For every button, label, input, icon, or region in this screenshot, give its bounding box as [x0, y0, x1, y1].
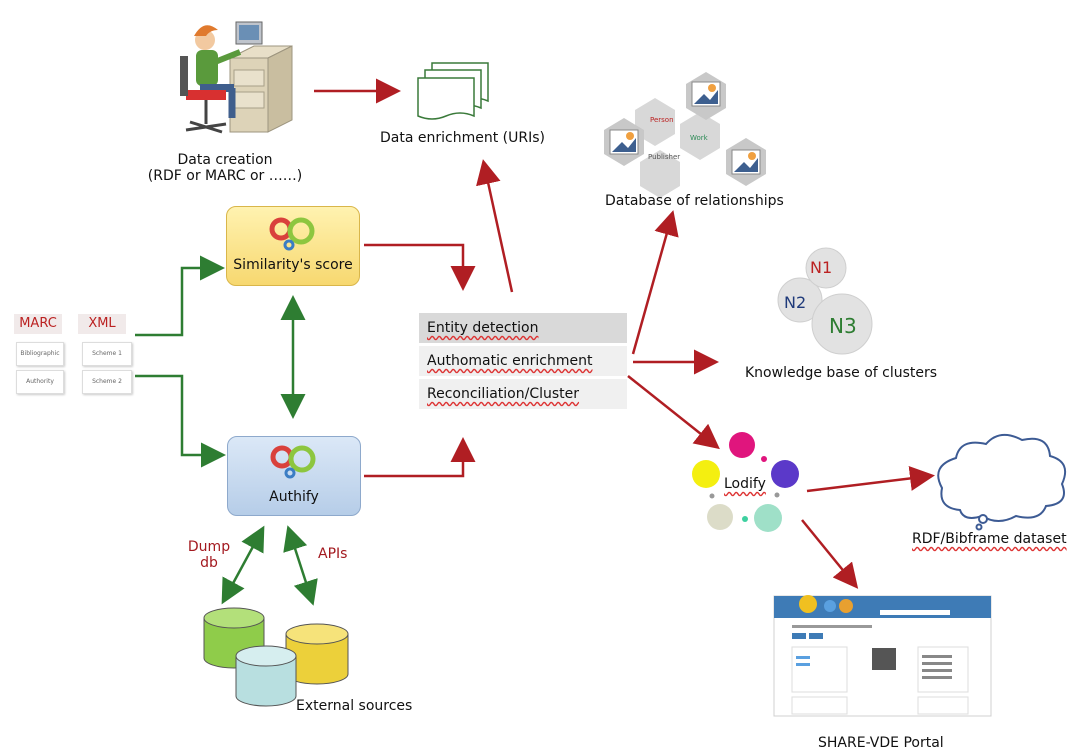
person-at-desk-icon — [180, 21, 293, 134]
tile-person-label: Person — [650, 116, 674, 124]
arrow-sources-to-similarity — [135, 255, 225, 337]
data-creation-line1: Data creation — [177, 152, 273, 168]
marc-authority-card: Authority — [16, 370, 64, 394]
xml-scheme2-card: Scheme 2 — [82, 370, 132, 394]
data-enrichment-label: Data enrichment (URIs) — [380, 130, 545, 146]
arrow-process-to-lodify — [627, 375, 720, 450]
similarity-score-box: Similarity's score — [226, 206, 360, 286]
document-stack-icon — [417, 62, 489, 120]
arrow-process-to-enrichment — [476, 159, 514, 293]
cluster-n3-label: N3 — [829, 314, 857, 338]
data-creation-label: Data creation (RDF or MARC or ……) — [140, 152, 310, 184]
data-creation-line2: (RDF or MARC or ……) — [147, 168, 303, 184]
portal-label: SHARE-VDE Portal — [818, 735, 944, 751]
arrow-authify-to-process — [364, 437, 476, 478]
gears-logo-icon — [270, 445, 316, 479]
rdf-dataset-text: RDF/Bibframe dataset — [912, 531, 1067, 547]
arrow-sources-to-authify — [135, 374, 226, 468]
lodify-label: Lodify — [724, 476, 766, 492]
cluster-n1-label: N1 — [810, 258, 833, 277]
marc-tag: MARC — [14, 314, 62, 334]
tile-work-label: Work — [690, 134, 708, 142]
database-relationships-label: Database of relationships — [605, 193, 784, 209]
database-cylinders-icon — [203, 607, 349, 707]
xml-scheme1-card: Scheme 1 — [82, 342, 132, 366]
arrow-process-to-relationships — [631, 210, 679, 355]
marc-bibliographic-card: Bibliographic — [16, 342, 64, 366]
red-arrows — [314, 78, 935, 589]
process-automatic-enrichment: Authomatic enrichment — [419, 346, 627, 376]
gears-logo-icon — [269, 217, 315, 251]
relationship-hexagons-icon — [604, 72, 766, 198]
rdf-dataset-label: RDF/Bibframe dataset — [912, 531, 1067, 547]
dump-db-label: Dump db — [180, 539, 238, 571]
cluster-n2-label: N2 — [784, 293, 807, 312]
external-sources-label: External sources — [296, 698, 413, 714]
lodify-bubbles-icon — [692, 432, 799, 532]
similarity-score-label: Similarity's score — [233, 257, 353, 273]
dump-db-line2: db — [200, 555, 218, 571]
arrow-lodify-to-rdf — [806, 466, 935, 493]
apis-label: APIs — [318, 546, 348, 562]
arrow-authify-apis — [283, 525, 318, 606]
tile-publisher-label: Publisher — [648, 153, 681, 161]
authify-box: Authify — [227, 436, 361, 516]
arrow-lodify-to-portal — [801, 519, 859, 589]
arrow-similarity-to-process — [364, 243, 476, 291]
authify-label: Authify — [269, 489, 319, 505]
dump-db-line1: Dump — [187, 539, 231, 555]
knowledge-base-label: Knowledge base of clusters — [745, 365, 938, 381]
process-reconciliation: Reconciliation/Cluster — [419, 379, 627, 409]
process-entity-detection: Entity detection — [419, 313, 627, 343]
cloud-icon — [937, 433, 1066, 531]
green-arrows — [135, 255, 318, 606]
portal-screenshot-icon — [773, 595, 992, 717]
xml-tag: XML — [78, 314, 126, 334]
arrow-authify-dumpdb — [221, 525, 265, 605]
knowledge-gears-icon — [777, 247, 873, 355]
